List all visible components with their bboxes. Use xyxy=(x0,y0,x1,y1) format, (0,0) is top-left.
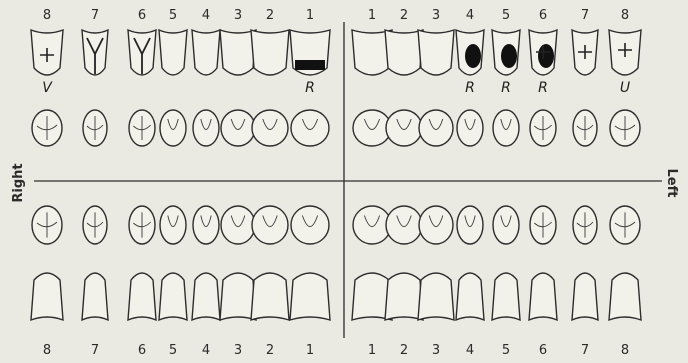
tooth-numbers-top: 8 7 6 5 4 3 2 1 1 2 3 4 5 6 7 8 xyxy=(43,8,629,23)
tooth-number-upper-right: 5 xyxy=(169,8,177,23)
upper-left-mark-8: U xyxy=(620,80,630,96)
tooth-numbers-bottom: 8 7 6 5 4 3 2 1 1 2 3 4 5 6 7 8 xyxy=(43,343,629,358)
upper-right-tooth-3 xyxy=(220,30,256,75)
upper-left-tooth-2 xyxy=(385,30,423,75)
lower-left-tooth-5 xyxy=(492,273,520,320)
lower-left-tooth-6 xyxy=(529,273,557,320)
lower-right-tooth-3 xyxy=(220,273,256,320)
lower-right-occlusal-4 xyxy=(193,206,219,244)
tooth-number-lower-right: 5 xyxy=(169,343,177,358)
teeth-group xyxy=(31,30,641,320)
upper-left-occlusal-4 xyxy=(457,110,483,146)
tooth-number-lower-left: 7 xyxy=(581,343,589,358)
tooth-number-upper-left: 6 xyxy=(539,8,547,23)
tooth-number-lower-right: 7 xyxy=(91,343,99,358)
lower-right-occlusal-5 xyxy=(160,206,186,244)
tooth-number-lower-left: 2 xyxy=(400,343,408,358)
tooth-number-upper-right: 7 xyxy=(91,8,99,23)
lower-left-occlusal-3 xyxy=(419,206,453,244)
tooth-number-upper-right: 4 xyxy=(202,8,210,23)
tooth-number-upper-right: 3 xyxy=(234,8,242,23)
lower-left-occlusal-4 xyxy=(457,206,483,244)
filling-upper-right-1 xyxy=(295,60,325,70)
tooth-number-upper-left: 5 xyxy=(502,8,510,23)
tooth-number-lower-left: 3 xyxy=(432,343,440,358)
upper-right-occlusal-5 xyxy=(160,110,186,146)
tooth-number-lower-right: 8 xyxy=(43,343,51,358)
filling-upper-left-4 xyxy=(465,44,481,68)
lower-left-occlusal-2 xyxy=(386,206,422,244)
lower-right-tooth-6 xyxy=(128,273,156,320)
lower-right-tooth-5 xyxy=(159,273,187,320)
tooth-number-upper-left: 2 xyxy=(400,8,408,23)
lower-right-tooth-8 xyxy=(31,273,63,320)
tooth-number-upper-left: 1 xyxy=(368,8,376,23)
upper-left-occlusal-3 xyxy=(419,110,453,146)
upper-right-occlusal-1 xyxy=(291,110,329,146)
lower-left-tooth-3 xyxy=(418,273,454,320)
tooth-number-lower-left: 5 xyxy=(502,343,510,358)
tooth-number-upper-left: 4 xyxy=(466,8,474,23)
lower-left-tooth-4 xyxy=(456,273,484,320)
lower-left-occlusal-5 xyxy=(493,206,519,244)
upper-left-occlusal-2 xyxy=(386,110,422,146)
tooth-number-lower-right: 6 xyxy=(138,343,146,358)
tooth-number-upper-left: 7 xyxy=(581,8,589,23)
tooth-number-lower-left: 8 xyxy=(621,343,629,358)
upper-right-occlusal-2 xyxy=(252,110,288,146)
filling-upper-left-6 xyxy=(538,44,554,68)
upper-left-occlusal-5 xyxy=(493,110,519,146)
upper-left-mark-5: R xyxy=(501,80,511,96)
tooth-number-upper-right: 8 xyxy=(43,8,51,23)
lower-right-occlusal-2 xyxy=(252,206,288,244)
tooth-number-lower-right: 4 xyxy=(202,343,210,358)
upper-left-tooth-3 xyxy=(418,30,454,75)
lower-left-tooth-7 xyxy=(572,273,598,320)
tooth-number-upper-right: 2 xyxy=(266,8,274,23)
lower-right-occlusal-3 xyxy=(221,206,255,244)
lower-left-tooth-8 xyxy=(609,273,641,320)
left-side-label: Left xyxy=(664,169,679,198)
lower-left-tooth-2 xyxy=(385,273,423,320)
filling-upper-left-5 xyxy=(501,44,517,68)
tooth-number-lower-left: 6 xyxy=(539,343,547,358)
lower-right-tooth-4 xyxy=(192,273,220,320)
right-side-label: Right xyxy=(11,163,26,202)
upper-left-mark-4: R xyxy=(465,80,475,96)
upper-left-mark-6: R xyxy=(538,80,548,96)
tooth-number-lower-left: 4 xyxy=(466,343,474,358)
upper-right-mark-1: R xyxy=(305,80,315,96)
tooth-number-upper-right: 1 xyxy=(306,8,314,23)
lower-right-tooth-7 xyxy=(82,273,108,320)
tooth-number-lower-right: 3 xyxy=(234,343,242,358)
tooth-number-upper-right: 6 xyxy=(138,8,146,23)
lower-right-occlusal-1 xyxy=(291,206,329,244)
upper-right-tooth-4 xyxy=(192,30,220,75)
upper-right-tooth-5 xyxy=(159,30,187,75)
upper-right-occlusal-3 xyxy=(221,110,255,146)
tooth-number-lower-right: 1 xyxy=(306,343,314,358)
upper-right-tooth-2 xyxy=(251,30,289,75)
upper-right-mark-8: V xyxy=(42,80,53,96)
tooth-number-upper-left: 8 xyxy=(621,8,629,23)
upper-right-occlusal-4 xyxy=(193,110,219,146)
upper-left-occlusal-1 xyxy=(353,110,391,146)
tooth-number-upper-left: 3 xyxy=(432,8,440,23)
tooth-number-lower-right: 2 xyxy=(266,343,274,358)
lower-right-tooth-1 xyxy=(290,273,330,320)
lower-right-tooth-2 xyxy=(251,273,289,320)
tooth-number-lower-left: 1 xyxy=(368,343,376,358)
